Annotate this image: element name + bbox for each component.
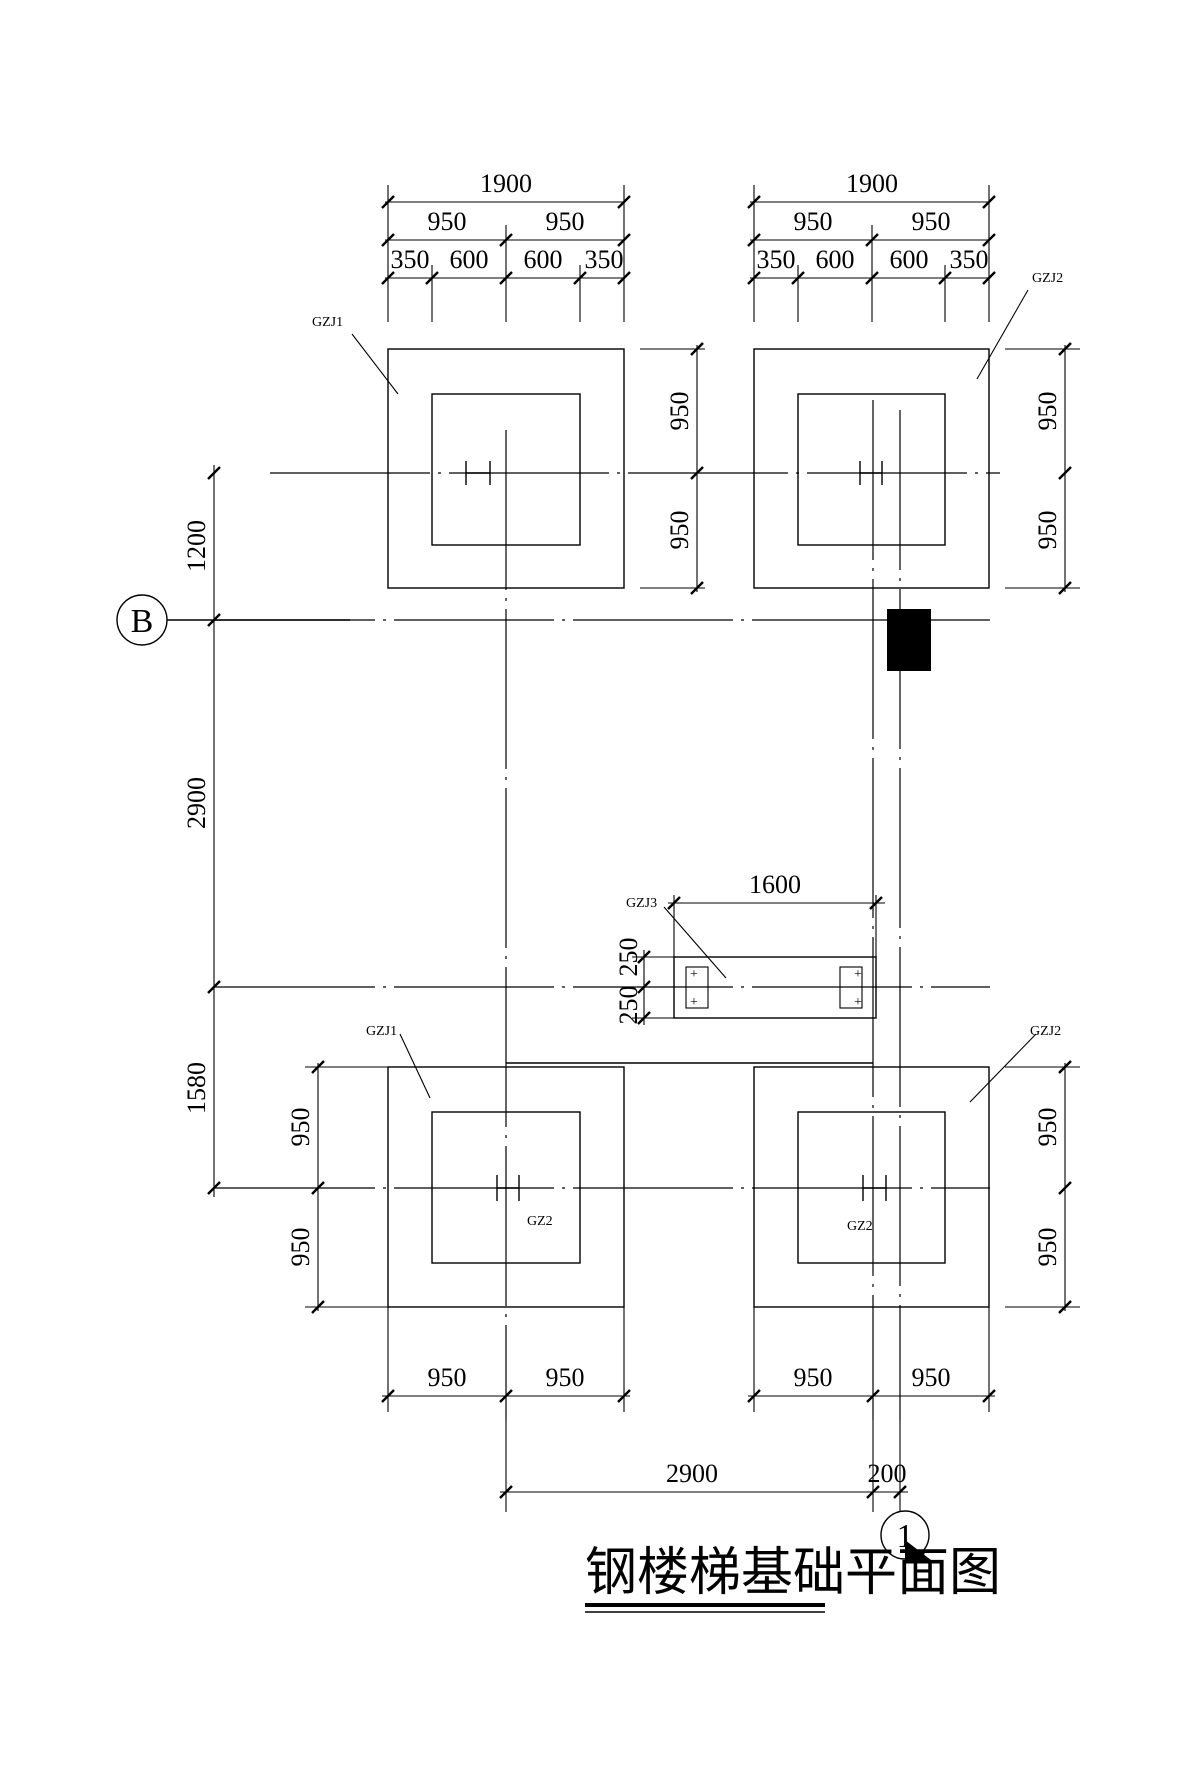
dim-bl-h-a: 950 [428, 1363, 467, 1392]
dim-right-top-a: 950 [1033, 392, 1062, 431]
dim-top-right-total: 1900 [846, 169, 898, 198]
dim-top-left-seg-1: 350 [391, 245, 430, 274]
mid-top-dimensions: 950 950 [640, 342, 705, 595]
dim-bl-v-a: 950 [286, 1108, 315, 1147]
dim-top-left-seg-2: 600 [450, 245, 489, 274]
bottom-h-dimensions: 950 950 950 950 2900 200 [381, 1307, 996, 1512]
dim-gzj3-h-b: 250 [614, 986, 643, 1025]
label-gzj2-top: GZJ2 [1032, 271, 1063, 286]
bottom-right-v-dimensions: 950 950 [1005, 1060, 1080, 1314]
dim-top-left-half-a: 950 [428, 207, 467, 236]
label-gz2-left: GZ2 [527, 1214, 553, 1229]
svg-text:+: + [690, 967, 698, 982]
gzj3-dimensions: 1600 250 250 [614, 870, 885, 1025]
dim-br-h-a: 950 [794, 1363, 833, 1392]
left-dimensions: 1200 2900 1580 [182, 465, 221, 1197]
dim-top-left-seg-3: 600 [524, 245, 563, 274]
drawing-title-text: 钢楼梯基础平面图 [585, 1543, 1001, 1603]
dim-bottom-200: 200 [868, 1459, 907, 1488]
label-gzj2-bottom: GZJ2 [1030, 1024, 1061, 1039]
axis-label-b: B [131, 603, 154, 640]
dim-top-left-half-b: 950 [546, 207, 585, 236]
axis-bubble-1: 1 [880, 1510, 931, 1560]
dim-br-h-b: 950 [912, 1363, 951, 1392]
top-right-dimensions: 1900 950 950 350 600 600 350 [747, 169, 996, 322]
dim-gzj3-h-a: 250 [614, 938, 643, 977]
dim-top-right-half-a: 950 [794, 207, 833, 236]
drawing-title: 钢楼梯基础平面图 [585, 1543, 1001, 1613]
footing-gzj2-top [753, 348, 990, 589]
svg-text:+: + [854, 967, 862, 982]
steel-column-post [887, 609, 931, 671]
dim-left-2900: 2900 [182, 777, 211, 829]
right-top-dimensions: 950 950 [1005, 342, 1080, 595]
dim-bl-h-b: 950 [546, 1363, 585, 1392]
dim-gzj3-width: 1600 [749, 870, 801, 899]
dim-top-right-half-b: 950 [912, 207, 951, 236]
label-gzj1-bottom: GZJ1 [366, 1024, 397, 1039]
dim-right-top-b: 950 [1033, 511, 1062, 550]
axis-bubble-b: B [116, 594, 350, 646]
dim-top-right-seg-1: 350 [757, 245, 796, 274]
dim-top-right-seg-2: 600 [816, 245, 855, 274]
dim-bl-v-b: 950 [286, 1228, 315, 1267]
dim-mid-top-a: 950 [665, 392, 694, 431]
dim-top-left-seg-4: 350 [585, 245, 624, 274]
label-gzj3: GZJ3 [626, 896, 657, 911]
top-left-dimensions: 1900 950 950 350 600 600 350 [381, 169, 631, 322]
dim-left-1580: 1580 [182, 1062, 211, 1114]
dim-top-right-seg-4: 350 [950, 245, 989, 274]
dim-br-v-a: 950 [1033, 1108, 1062, 1147]
svg-text:+: + [690, 995, 698, 1010]
label-gz2-right: GZ2 [847, 1219, 873, 1234]
dim-mid-top-b: 950 [665, 511, 694, 550]
dim-top-left-total: 1900 [480, 169, 532, 198]
footing-gzj2-bottom [753, 1066, 990, 1308]
label-gzj1-top: GZJ1 [312, 315, 343, 330]
dim-bottom-2900: 2900 [666, 1459, 718, 1488]
dim-left-1200: 1200 [182, 520, 211, 572]
center-lines [215, 400, 1000, 1420]
svg-text:+: + [854, 995, 862, 1010]
dim-br-v-b: 950 [1033, 1228, 1062, 1267]
footing-labels: GZJ1 GZJ2 GZJ3 GZJ1 GZJ2 GZ2 GZ2 [312, 271, 1063, 1234]
dim-top-right-seg-3: 600 [890, 245, 929, 274]
bottom-left-v-dimensions: 950 950 [286, 1060, 388, 1314]
